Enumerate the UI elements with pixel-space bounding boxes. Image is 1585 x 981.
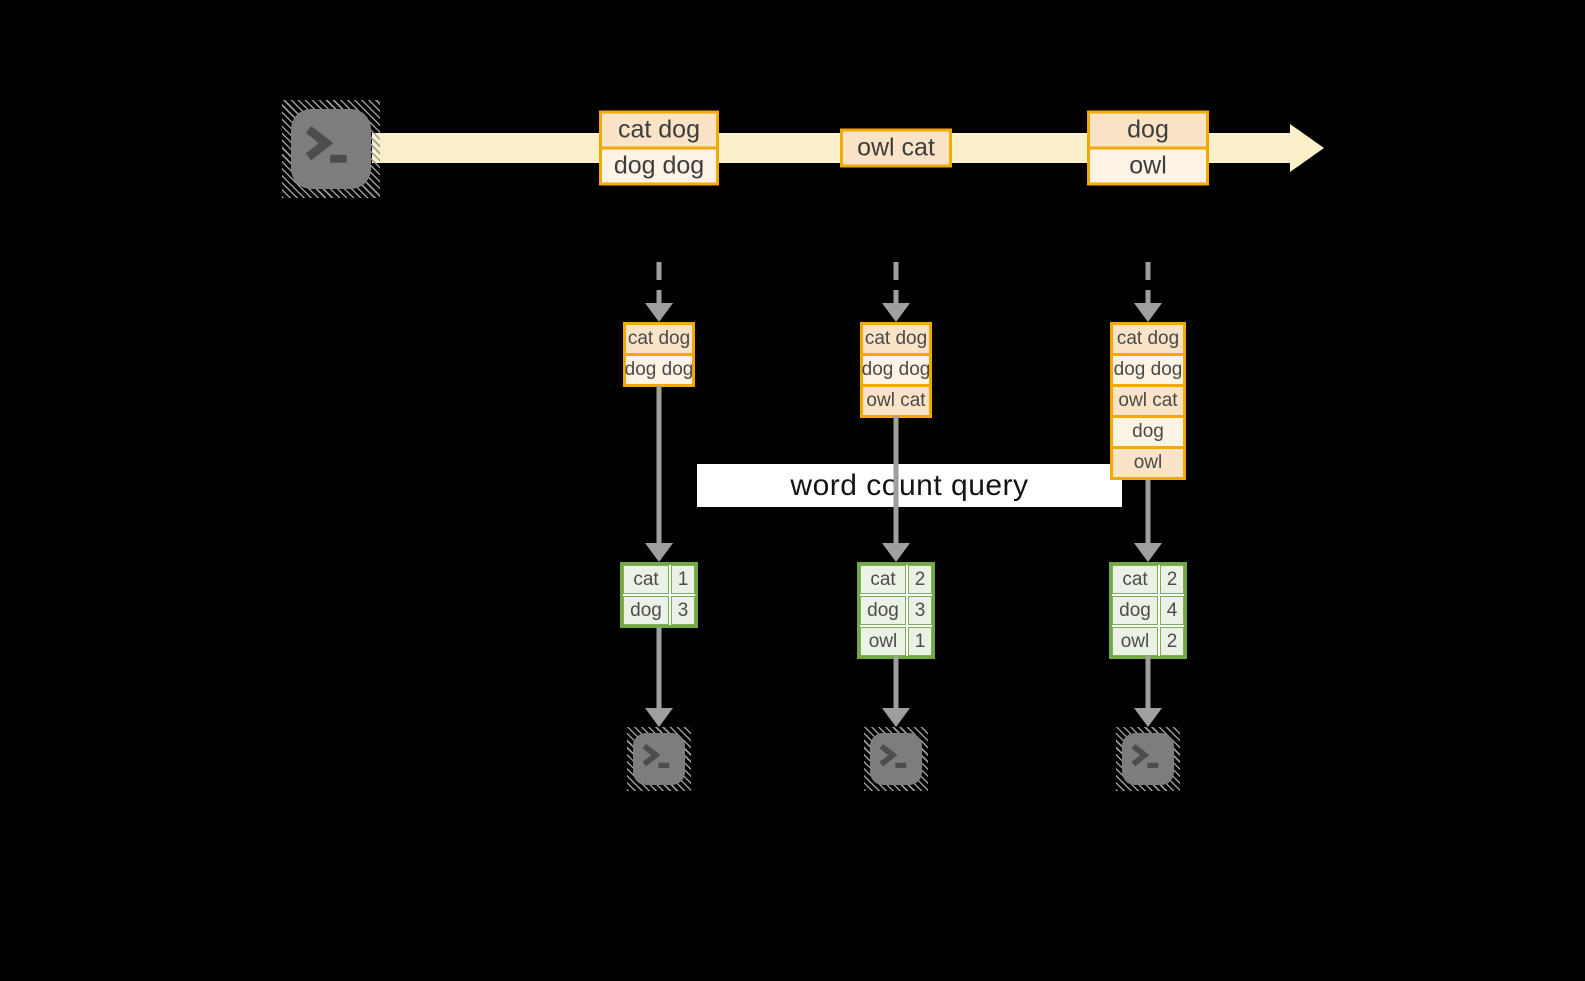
state-record-cell: cat dog <box>860 322 932 356</box>
output-arrow <box>882 656 910 727</box>
stream-record-cell: dog <box>1087 110 1209 150</box>
arrow-line <box>656 386 662 547</box>
terminal-icon <box>627 727 691 791</box>
count-word-cell: dog <box>623 596 669 625</box>
arrow-line <box>893 416 899 547</box>
arrowhead-icon <box>882 303 910 322</box>
arrow-line <box>1145 656 1151 712</box>
count-value-cell: 2 <box>908 565 932 594</box>
state-record-cell: dog dog <box>1110 353 1186 387</box>
terminal-panel <box>870 733 922 785</box>
state-record-cell: cat dog <box>623 322 695 356</box>
state-record-cell: owl cat <box>860 384 932 418</box>
arrowhead-icon <box>1134 708 1162 727</box>
arrowhead-icon <box>882 708 910 727</box>
query-label-band: word count query <box>697 464 1122 507</box>
stream-record-cell: owl <box>1087 146 1209 186</box>
count-word-cell: dog <box>860 596 906 625</box>
ingest-arrow <box>1134 262 1162 322</box>
count-value-cell: 3 <box>908 596 932 625</box>
state-record-cell: owl cat <box>1110 384 1186 418</box>
state-record-cell: cat dog <box>1110 322 1186 356</box>
count-value-cell: 2 <box>1160 627 1184 656</box>
stream-record-box: owl cat <box>840 128 952 168</box>
state-record-cell: dog <box>1110 415 1186 449</box>
arrowhead-icon <box>1134 303 1162 322</box>
count-value-cell: 1 <box>671 565 695 594</box>
arrowhead-icon <box>645 543 673 562</box>
ingest-arrow <box>645 262 673 322</box>
count-word-cell: cat <box>623 565 669 594</box>
arrow-line <box>1145 480 1151 547</box>
arrowhead-icon <box>645 708 673 727</box>
terminal-panel <box>1122 733 1174 785</box>
arrow-line <box>656 262 662 307</box>
prompt-glyph <box>1131 743 1159 768</box>
count-word-cell: owl <box>1112 627 1158 656</box>
arrow-line <box>893 656 899 712</box>
output-arrow <box>1134 656 1162 727</box>
stream-record-cell: owl cat <box>840 128 952 168</box>
query-arrow <box>882 416 910 562</box>
stream-record-cell: cat dog <box>599 110 719 150</box>
terminal-panel <box>633 733 685 785</box>
count-word-cell: cat <box>860 565 906 594</box>
prompt-glyph <box>642 743 670 768</box>
terminal-icon <box>864 727 928 791</box>
prompt-glyph <box>879 743 907 768</box>
count-word-cell: owl <box>860 627 906 656</box>
state-record-cell: dog dog <box>860 353 932 387</box>
arrow-line <box>893 262 899 307</box>
terminal-icon <box>1116 727 1180 791</box>
arrowhead-icon <box>645 303 673 322</box>
query-arrow <box>1134 480 1162 562</box>
arrow-line <box>656 627 662 712</box>
count-word-cell: cat <box>1112 565 1158 594</box>
arrowhead-icon <box>1134 543 1162 562</box>
count-word-cell: dog <box>1112 596 1158 625</box>
count-value-cell: 4 <box>1160 596 1184 625</box>
arrowhead-icon <box>882 543 910 562</box>
count-value-cell: 2 <box>1160 565 1184 594</box>
count-value-cell: 1 <box>908 627 932 656</box>
prompt-glyph <box>305 125 347 163</box>
stream-arrowhead-icon <box>1290 124 1324 172</box>
state-record-cell: dog dog <box>623 353 695 387</box>
stream-record-cell: dog dog <box>599 146 719 186</box>
ingest-arrow <box>882 262 910 322</box>
output-arrow <box>645 627 673 727</box>
query-arrow <box>645 386 673 562</box>
state-record-cell: owl <box>1110 446 1186 480</box>
terminal-panel <box>291 109 371 189</box>
query-label: word count query <box>790 468 1029 502</box>
arrow-line <box>1145 262 1151 307</box>
terminal-icon <box>282 100 380 198</box>
count-value-cell: 3 <box>671 596 695 625</box>
